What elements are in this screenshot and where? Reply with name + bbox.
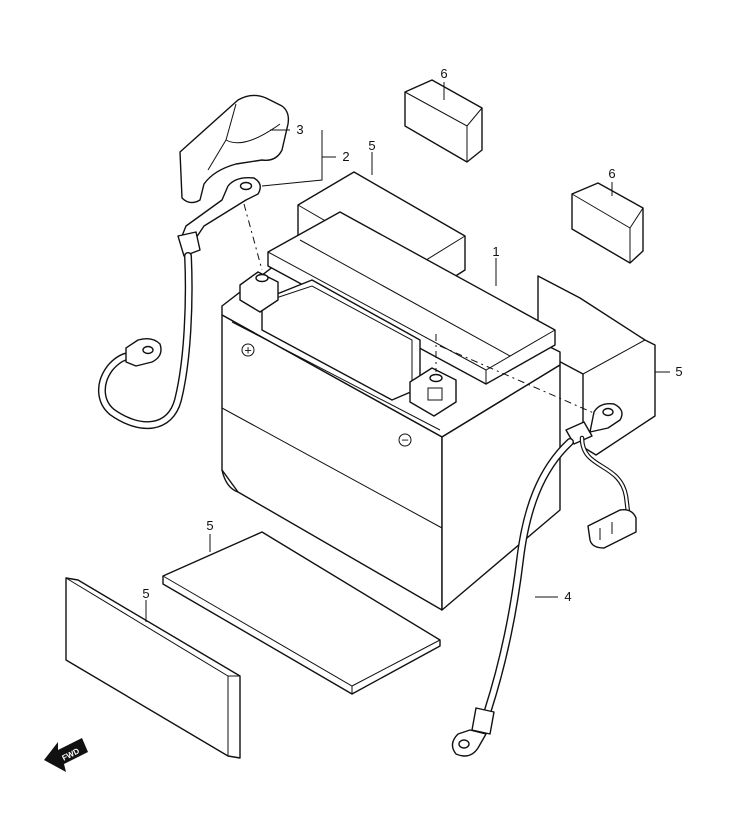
callout-battery: 1 <box>492 244 499 259</box>
positive-symbol: + <box>244 343 252 358</box>
callout-cushion-right: 6 <box>608 166 615 181</box>
callout-cushion-top: 6 <box>440 66 447 81</box>
positive-lead <box>98 176 261 430</box>
cushion-top <box>404 79 483 163</box>
callout-pad-bottom-center: 5 <box>206 518 213 533</box>
battery-pad-bottom-center <box>162 531 441 695</box>
cushion-right <box>571 182 644 264</box>
callout-positive-lead: 2 <box>342 149 349 164</box>
fwd-arrow-icon: FWD <box>44 738 88 772</box>
callouts: 6 6 5 1 5 5 5 4 3 2 <box>142 66 682 604</box>
battery: + − <box>221 211 561 611</box>
callout-pad-top: 5 <box>368 138 375 153</box>
callout-pad-right: 5 <box>675 364 682 379</box>
battery-pad-bottom-left <box>65 577 241 759</box>
callout-terminal-cover: 3 <box>296 122 303 137</box>
negative-symbol: − <box>401 433 409 448</box>
leader-lines <box>145 82 670 622</box>
terminal-cover <box>179 94 290 204</box>
callout-pad-bottom-left: 5 <box>142 586 149 601</box>
callout-negative-lead: 4 <box>564 589 571 604</box>
negative-lead <box>451 402 637 757</box>
